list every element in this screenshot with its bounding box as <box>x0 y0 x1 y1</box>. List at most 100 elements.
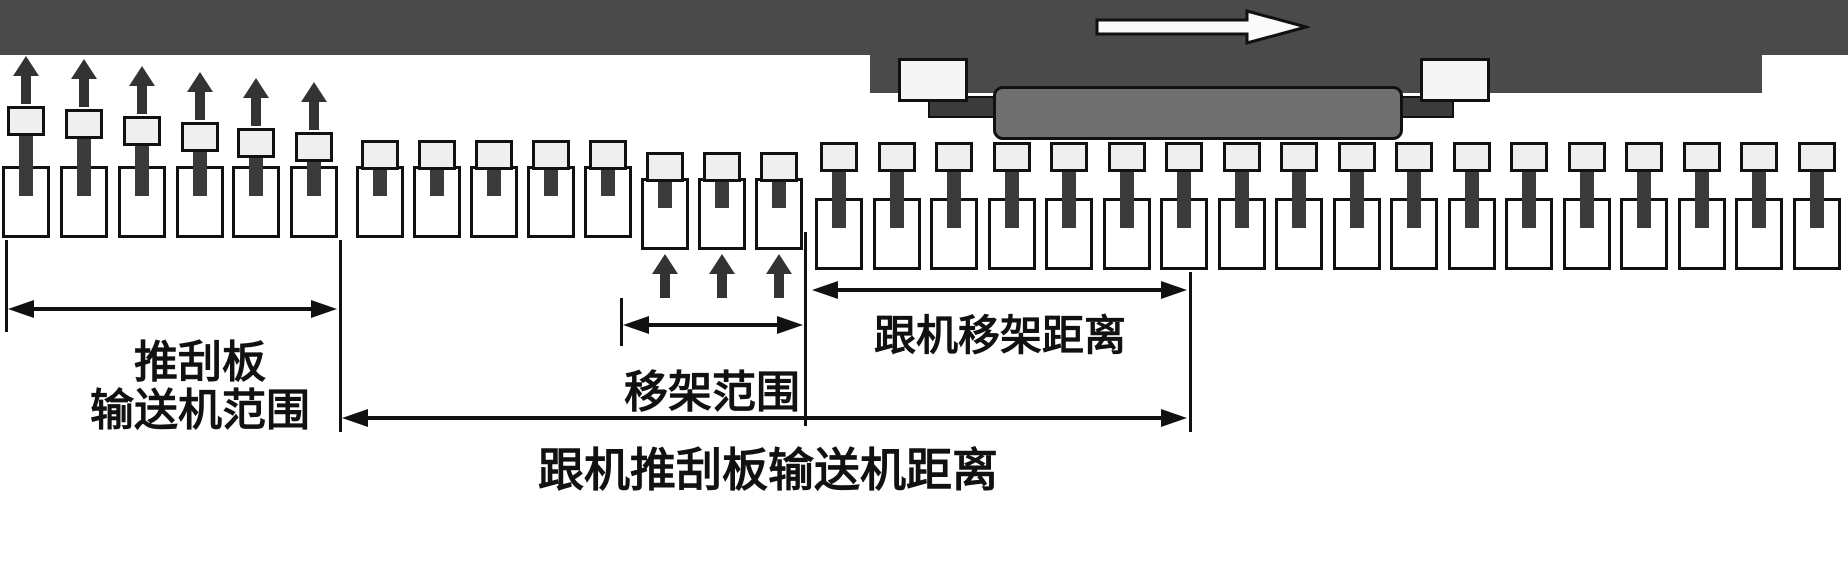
up-arrow-stem <box>79 77 89 107</box>
support-cap <box>361 140 399 170</box>
support-leg <box>1810 168 1824 228</box>
support-leg <box>249 154 263 196</box>
shearer-end-box-left <box>898 58 968 102</box>
support-leg <box>1465 168 1479 228</box>
support-cap <box>760 152 798 182</box>
shearer-body <box>993 86 1403 140</box>
support-cap <box>993 142 1031 172</box>
support-cap <box>1395 142 1433 172</box>
up-arrow-icon <box>129 66 155 86</box>
dim-arrow-push-conveyor-range <box>8 300 337 318</box>
up-arrow-icon <box>766 254 792 274</box>
support-cap <box>1050 142 1088 172</box>
support-cap <box>1798 142 1836 172</box>
support-cap <box>1510 142 1548 172</box>
up-arrow-stem <box>137 84 147 114</box>
support-cap <box>7 106 45 136</box>
up-arrow-icon <box>301 82 327 102</box>
support-cap <box>1338 142 1376 172</box>
support-cap <box>820 142 858 172</box>
support-leg <box>890 168 904 228</box>
extent-line-move-end <box>804 232 807 426</box>
label-follow-move-support-distance: 跟机移架距离 <box>873 314 1126 360</box>
dim-arrow-move-support-range <box>623 316 803 334</box>
support-leg <box>1350 168 1364 228</box>
support-leg <box>1177 168 1191 228</box>
up-arrow-icon <box>13 56 39 76</box>
support-cap <box>418 140 456 170</box>
support-cap <box>935 142 973 172</box>
support-leg <box>1407 168 1421 228</box>
support-leg <box>487 166 501 196</box>
support-cap <box>1223 142 1261 172</box>
support-base <box>232 166 280 238</box>
label-push-conveyor-range-line2: 输送机范围 <box>90 386 310 435</box>
support-leg <box>947 168 961 228</box>
support-cap <box>295 132 333 162</box>
label-move-support-range: 移架范围 <box>624 368 800 417</box>
support-leg <box>1752 168 1766 228</box>
support-leg <box>772 178 786 208</box>
up-arrow-stem <box>717 272 727 298</box>
support-leg <box>715 178 729 208</box>
support-leg <box>430 166 444 196</box>
up-arrow-icon <box>187 72 213 92</box>
support-leg <box>307 158 321 196</box>
extent-line-left <box>5 240 8 332</box>
support-cap <box>878 142 916 172</box>
support-leg <box>658 178 672 208</box>
support-leg <box>1637 168 1651 228</box>
dim-arrow-follow-move-support <box>812 281 1187 299</box>
support-cap <box>65 109 103 139</box>
up-arrow-icon <box>709 254 735 274</box>
extent-line-conveyor-end <box>339 240 342 432</box>
support-cap <box>1165 142 1203 172</box>
support-cap <box>1568 142 1606 172</box>
up-arrow-stem <box>309 100 319 130</box>
support-cap <box>181 122 219 152</box>
up-arrow-icon <box>71 59 97 79</box>
up-arrow-stem <box>195 90 205 120</box>
support-cap <box>123 116 161 146</box>
up-arrow-stem <box>660 272 670 298</box>
support-leg <box>1235 168 1249 228</box>
up-arrow-stem <box>21 74 31 104</box>
label-follow-push-conveyor-distance: 跟机推刮板输送机距离 <box>538 445 998 496</box>
support-leg <box>77 135 91 196</box>
support-leg <box>601 166 615 196</box>
support-cap <box>589 140 627 170</box>
support-leg <box>19 132 33 196</box>
up-arrow-stem <box>251 96 261 126</box>
support-cap <box>1625 142 1663 172</box>
support-leg <box>1695 168 1709 228</box>
support-leg <box>544 166 558 196</box>
extent-line-follow-end <box>1189 272 1192 432</box>
up-arrow-icon <box>652 254 678 274</box>
support-cap <box>1108 142 1146 172</box>
support-leg <box>1522 168 1536 228</box>
support-cap <box>703 152 741 182</box>
roof-coal-bar <box>0 0 1848 55</box>
shearer-end-box-right <box>1420 58 1490 102</box>
support-cap <box>1453 142 1491 172</box>
up-arrow-icon <box>243 78 269 98</box>
support-cap <box>1683 142 1721 172</box>
support-cap <box>532 140 570 170</box>
support-base <box>60 166 108 238</box>
label-push-conveyor-range-line1: 推刮板 <box>134 338 266 387</box>
support-leg <box>193 148 207 196</box>
support-cap <box>646 152 684 182</box>
support-leg <box>373 166 387 196</box>
support-leg <box>1292 168 1306 228</box>
support-leg <box>1062 168 1076 228</box>
extent-line-move-start <box>620 298 623 346</box>
up-arrow-stem <box>774 272 784 298</box>
support-leg <box>1120 168 1134 228</box>
support-leg <box>135 142 149 196</box>
support-cap <box>237 128 275 158</box>
support-cap <box>475 140 513 170</box>
advance-direction-arrow-icon <box>1095 9 1310 45</box>
support-leg <box>1580 168 1594 228</box>
